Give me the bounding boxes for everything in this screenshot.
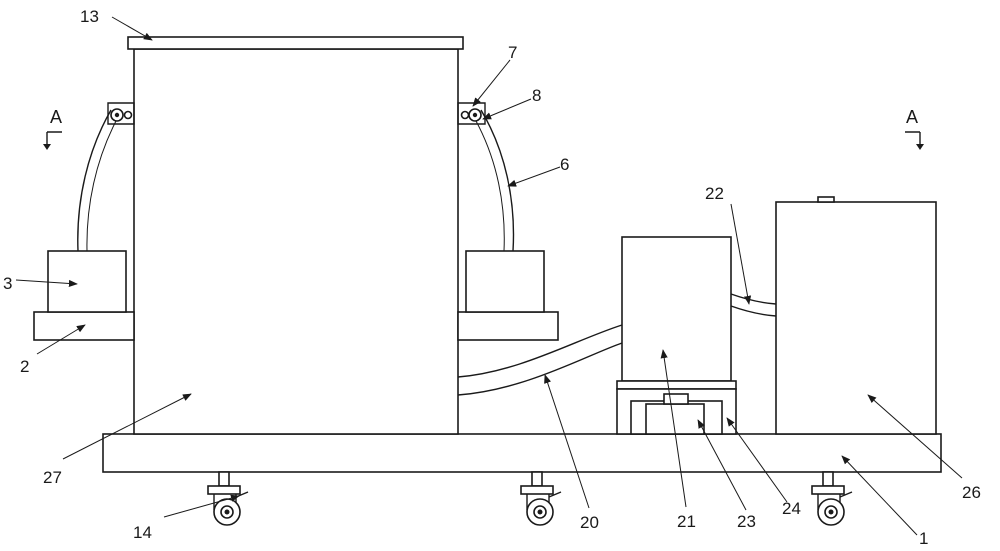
callout-2: 2 [20,357,29,376]
pipe-22-upper [730,293,777,305]
left-pulley [107,102,135,125]
leader-lines [15,16,963,536]
pipe-20-lower [457,342,623,396]
callout-21: 21 [677,512,696,531]
callout-26: 26 [962,483,981,502]
pipe-22-lower [730,305,777,317]
tank-26 [775,201,937,435]
section-mark-left-label: A [50,107,62,127]
callout-6: 6 [560,155,569,174]
callout-20: 20 [580,513,599,532]
right-box [465,250,545,313]
callouts: 13 7 8 6 3 2 27 22 14 20 21 23 24 1 26 [3,7,981,548]
callout-13: 13 [80,7,99,26]
pipe-20-upper [457,324,623,378]
tank-26-cap [817,196,835,203]
right-pulley [457,102,486,125]
pump-body [621,236,732,382]
callout-24: 24 [782,499,801,518]
callout-3: 3 [3,274,12,293]
callout-22: 22 [705,184,724,203]
caster-right [811,471,853,526]
left-cable [77,109,112,252]
left-box [47,250,127,313]
pump-stand-top [616,380,737,390]
tank-lid [127,36,464,50]
callout-23: 23 [737,512,756,531]
callout-8: 8 [532,86,541,105]
main-tank [133,48,459,435]
section-mark-right-label: A [906,107,918,127]
callout-27: 27 [43,468,62,487]
callout-1: 1 [919,529,928,548]
callout-14: 14 [133,523,152,542]
right-cable-inner [475,120,505,252]
base-plate [102,433,942,473]
right-cable [480,109,515,252]
caster-middle [520,471,562,526]
caster-left [207,471,249,526]
motor-cap [663,393,689,405]
section-mark-left: A [43,107,62,150]
section-mark-right: A [905,107,924,150]
right-support-plate [457,311,559,341]
callout-7: 7 [508,43,517,62]
left-cable-inner [86,120,117,252]
